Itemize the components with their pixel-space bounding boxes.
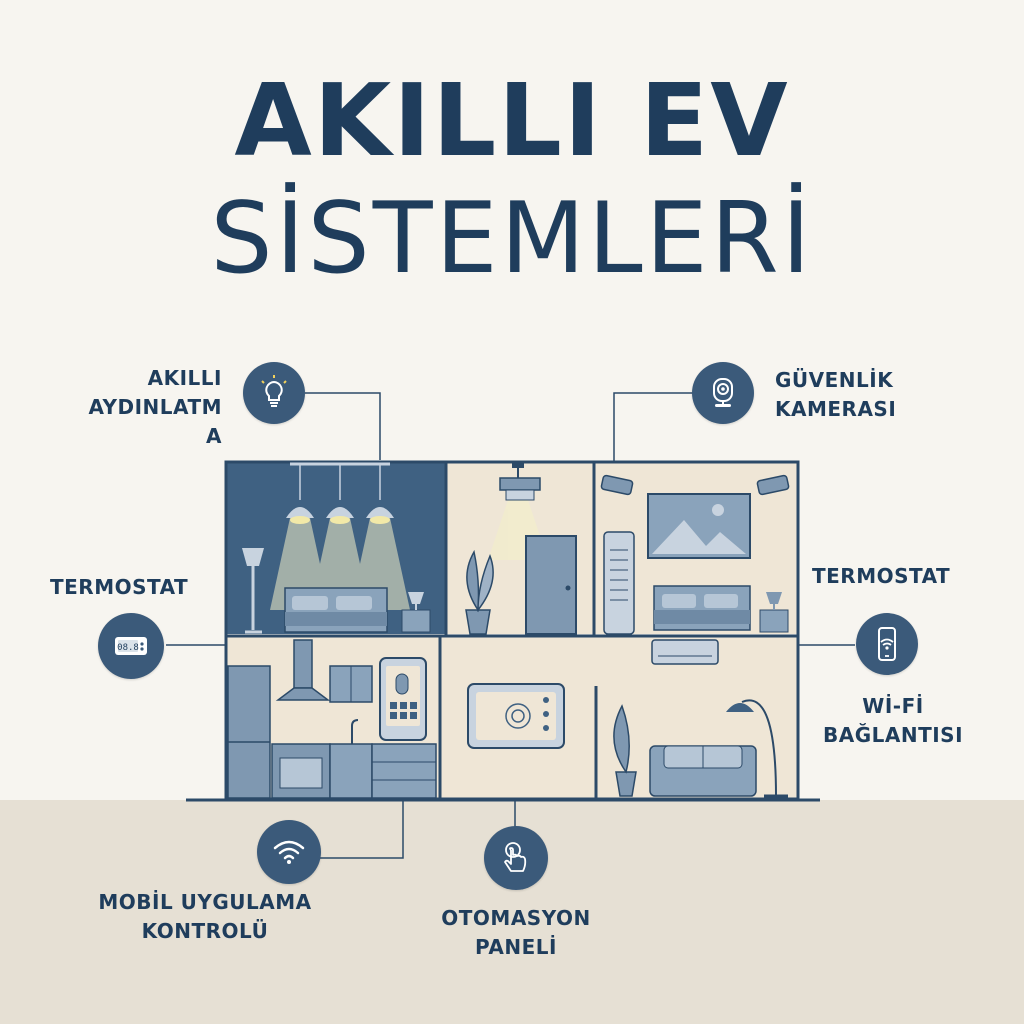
touch-hand-icon — [504, 842, 527, 872]
thermostat-right-label: TERMOSTAT — [812, 564, 951, 588]
thermostat-icon: 08.8 — [115, 637, 147, 655]
bedroom-furniture — [242, 548, 431, 634]
master-furniture — [600, 474, 790, 665]
thermostat-left-label: TERMOSTAT — [50, 575, 189, 599]
wifi-icon-badge — [257, 820, 321, 884]
security-camera-icon-badge — [692, 362, 754, 424]
kitchen-furniture — [227, 639, 437, 799]
thermostat-icon-badge: 08.8 — [98, 613, 164, 679]
page-title: AKILLI EV — [234, 62, 790, 179]
wifi-icon — [273, 840, 305, 864]
lightbulb-icon — [261, 375, 287, 407]
living-furniture — [467, 683, 788, 798]
automation-panel-label: OTOMASYON PANELİ — [441, 906, 591, 959]
mobile-app-label: MOBİL UYGULAMA KONTROLÜ — [98, 890, 312, 943]
smartphone-wifi-icon — [878, 627, 896, 661]
touch-hand-icon-badge — [484, 826, 548, 890]
thermostat-display: 08.8 — [117, 643, 139, 653]
lightbulb-icon-badge — [243, 362, 305, 424]
pendant-lamps — [290, 462, 390, 500]
smart-lighting-label: AKILLI AYDINLATM A — [88, 366, 222, 448]
wifi-connection-label: Wİ-Fİ BAĞLANTISI — [822, 694, 964, 747]
page-subtitle: SİSTEMLERİ — [210, 182, 814, 296]
smartphone-wifi-icon-badge — [856, 613, 918, 675]
hall-furniture — [465, 462, 577, 635]
security-camera-label: GÜVENLİK KAMERASI — [775, 368, 897, 421]
security-camera-icon — [713, 378, 733, 407]
